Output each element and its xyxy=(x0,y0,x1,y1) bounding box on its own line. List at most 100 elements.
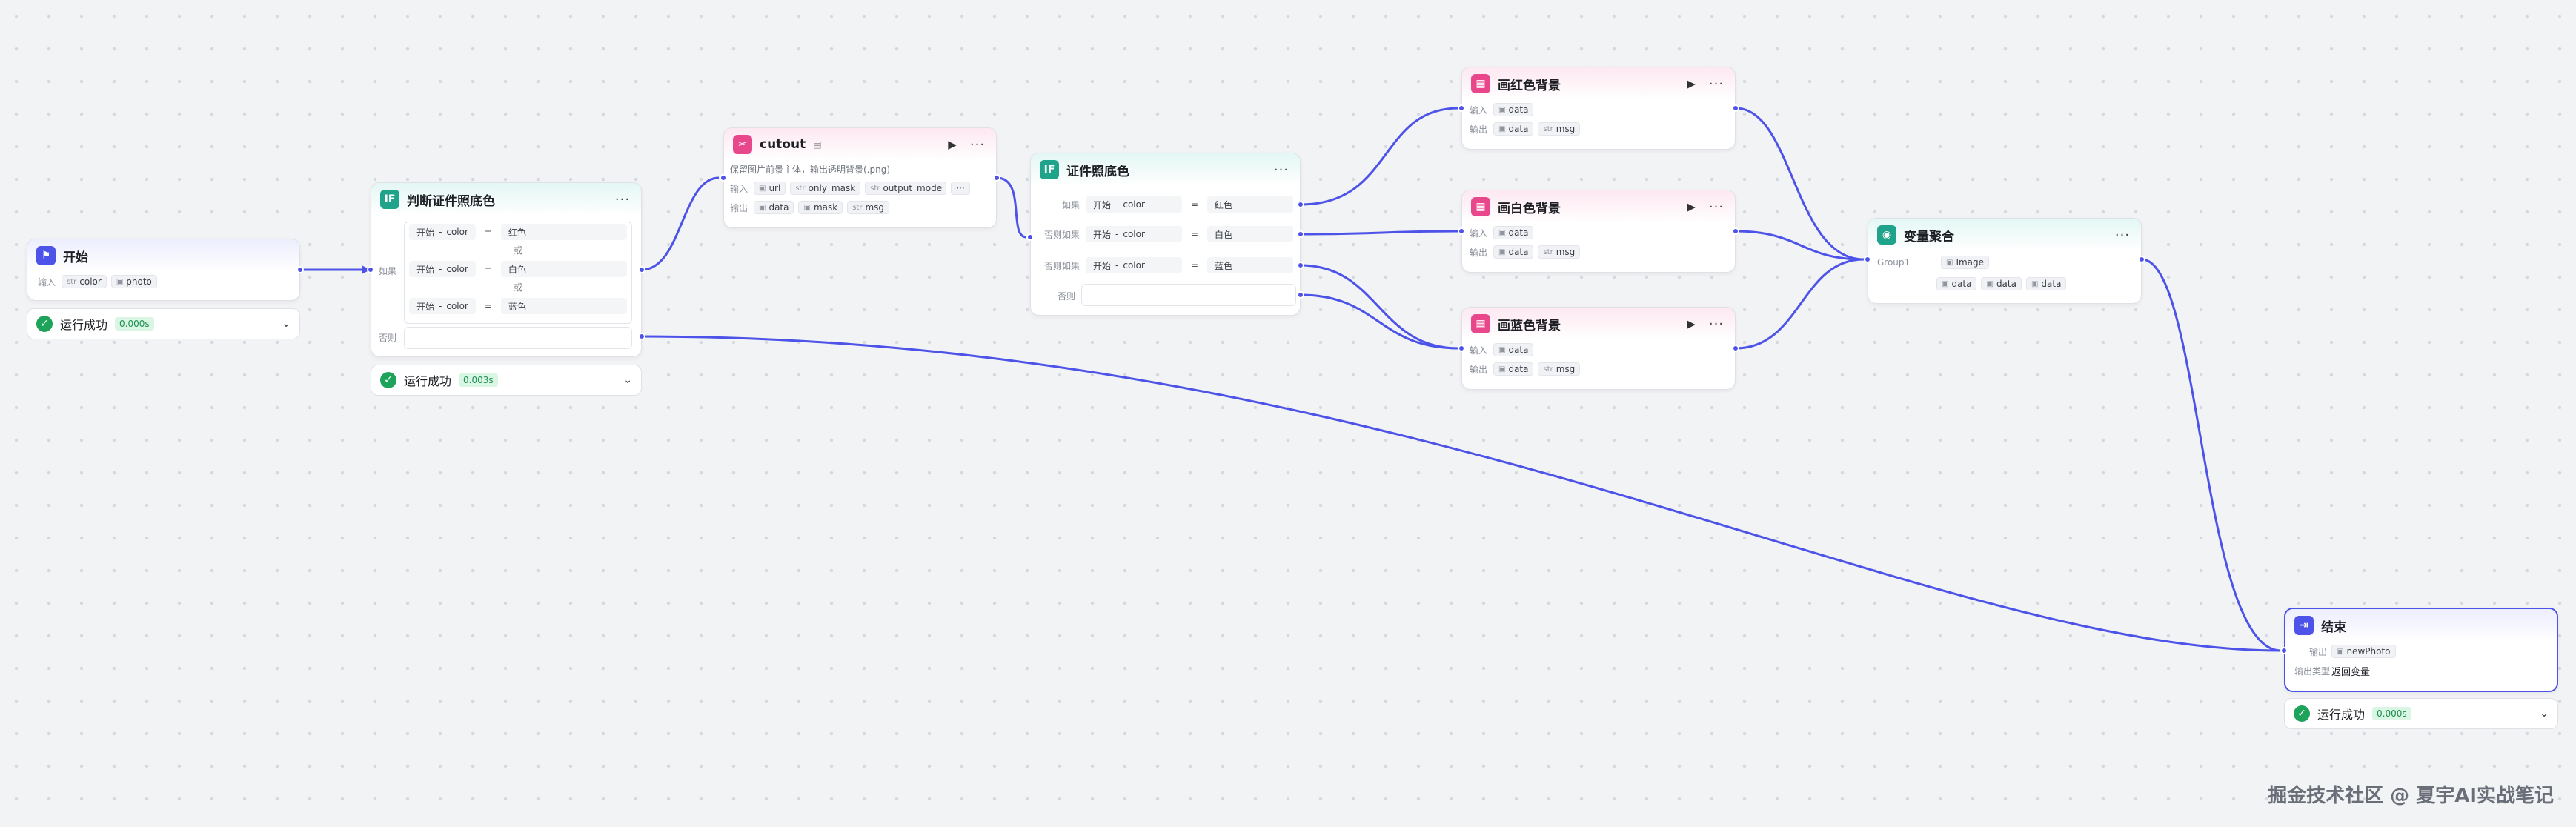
input-handle[interactable] xyxy=(367,266,374,273)
status-bar-start[interactable]: ✓ 运行成功 0.000s ⌄ xyxy=(27,308,300,339)
param-chip: ▣data xyxy=(1936,277,1977,290)
input-handle[interactable] xyxy=(1458,227,1465,235)
condition-operator[interactable]: = xyxy=(1190,199,1199,210)
input-handle[interactable] xyxy=(1458,104,1465,112)
condition-row[interactable]: 开始-color = 蓝色 xyxy=(405,296,631,316)
condition-value[interactable]: 红色 xyxy=(500,224,627,240)
branch-row[interactable]: 否则如果 开始-color = 白色 xyxy=(1031,225,1298,244)
input-handle[interactable] xyxy=(720,174,727,182)
image-type-icon: ▣ xyxy=(1942,279,1949,288)
more-icon[interactable]: ··· xyxy=(969,136,986,153)
output-handle[interactable] xyxy=(993,174,1000,182)
condition-operator[interactable]: = xyxy=(484,264,492,274)
time-badge: 0.000s xyxy=(2372,707,2411,720)
status-bar-end[interactable]: ✓ 运行成功 0.000s ⌄ xyxy=(2284,698,2558,729)
else-branch-box xyxy=(404,327,632,349)
output-handle-if[interactable] xyxy=(638,266,645,273)
output-handle-red[interactable] xyxy=(1297,201,1304,208)
time-badge: 0.000s xyxy=(115,317,154,331)
condition-left[interactable]: 开始-color xyxy=(409,224,476,240)
check-icon: ✓ xyxy=(2294,705,2310,722)
if-icon: IF xyxy=(380,190,399,209)
play-icon[interactable]: ▶ xyxy=(948,138,957,151)
more-icon[interactable]: ··· xyxy=(2114,227,2131,243)
image-type-icon: ▣ xyxy=(1498,345,1506,354)
output-handle[interactable] xyxy=(296,266,304,273)
output-handle[interactable] xyxy=(1732,104,1739,112)
condition-value[interactable]: 蓝色 xyxy=(1207,257,1293,273)
branch-row[interactable]: 如果 开始-color = 红色 xyxy=(1031,195,1298,214)
node-variable-aggregate[interactable]: ◉ 变量聚合 ··· Group1 ▣Image ▣data ▣data ▣da… xyxy=(1868,218,2142,304)
play-icon[interactable]: ▶ xyxy=(1687,200,1696,213)
condition-operator[interactable]: = xyxy=(1190,260,1199,270)
node-title: 画蓝色背景 xyxy=(1498,318,1561,333)
output-handle[interactable] xyxy=(1732,345,1739,352)
branch-row[interactable]: 否则如果 开始-color = 蓝色 xyxy=(1031,256,1298,275)
input-handle[interactable] xyxy=(1026,233,1034,241)
condition-value[interactable]: 红色 xyxy=(1207,196,1293,213)
condition-left[interactable]: 开始-color xyxy=(409,261,476,277)
edge-cond2-white-white xyxy=(1300,230,1459,236)
more-params-icon[interactable]: ··· xyxy=(951,182,970,195)
condition-operator[interactable]: = xyxy=(1190,229,1199,239)
play-icon[interactable]: ▶ xyxy=(1687,317,1696,331)
output-row: 输出 ▣newPhoto xyxy=(2285,642,2557,661)
chevron-down-icon[interactable]: ⌄ xyxy=(623,374,632,386)
output-handle-white[interactable] xyxy=(1297,230,1304,238)
node-condition-1[interactable]: IF 判断证件照底色 ··· 如果 开始-color = 红色 或 开始-col… xyxy=(371,182,642,357)
condition-value[interactable]: 蓝色 xyxy=(500,298,627,314)
condition-row[interactable]: 开始-color = 白色 xyxy=(405,259,631,279)
param-chip: ▣data xyxy=(1981,277,2022,290)
status-bar-condition-1[interactable]: ✓ 运行成功 0.003s ⌄ xyxy=(371,365,642,396)
output-handle-else[interactable] xyxy=(1297,291,1304,299)
more-icon[interactable]: ··· xyxy=(1708,76,1724,92)
node-end[interactable]: ⇥ 结束 输出 ▣newPhoto 输出类型 返回变量 xyxy=(2284,608,2558,692)
output-handle[interactable] xyxy=(1732,227,1739,235)
more-icon[interactable]: ··· xyxy=(1708,316,1724,332)
plugin-icon: ▦ xyxy=(1471,314,1490,333)
condition-operator[interactable]: = xyxy=(484,227,492,237)
chevron-down-icon[interactable]: ⌄ xyxy=(2540,708,2549,720)
output-type-label: 输出类型 xyxy=(2294,665,2331,677)
image-type-icon: ▣ xyxy=(116,277,124,286)
condition-value[interactable]: 白色 xyxy=(500,261,627,277)
image-type-icon: ▣ xyxy=(759,203,766,212)
node-cutout[interactable]: ✂ cutout ▤ ▶ ··· 保留图片前景主体，输出透明背景(.png) 输… xyxy=(723,127,997,228)
more-icon[interactable]: ··· xyxy=(1708,199,1724,215)
output-handle[interactable] xyxy=(2138,256,2145,263)
condition-left[interactable]: 开始-color xyxy=(409,298,476,314)
flag-icon: ⚑ xyxy=(36,246,56,265)
more-icon[interactable]: ··· xyxy=(614,191,631,207)
branch-label-else: 否则 xyxy=(379,333,397,343)
node-condition-2[interactable]: IF 证件照底色 ··· 如果 开始-color = 红色 否则如果 开始-co… xyxy=(1030,153,1301,316)
condition-row[interactable]: 开始-color = 红色 xyxy=(405,222,631,242)
more-icon[interactable]: ··· xyxy=(1273,162,1289,178)
edge-cond1-cutout xyxy=(641,176,720,271)
output-label: 输出 xyxy=(1470,247,1488,258)
or-label: 或 xyxy=(513,245,522,256)
edge-cond2-red xyxy=(1300,107,1459,206)
input-label: 输入 xyxy=(1470,227,1488,239)
input-handle[interactable] xyxy=(2280,647,2288,654)
input-handle[interactable] xyxy=(1864,256,1871,263)
condition-left[interactable]: 开始-color xyxy=(1086,196,1182,213)
condition-operator[interactable]: = xyxy=(484,301,492,311)
merge-icon: ◉ xyxy=(1877,225,1896,245)
output-handle-else[interactable] xyxy=(638,333,645,340)
output-handle-blue[interactable] xyxy=(1297,262,1304,269)
condition-left[interactable]: 开始-color xyxy=(1086,257,1182,273)
chevron-down-icon[interactable]: ⌄ xyxy=(282,318,291,330)
condition-value[interactable]: 白色 xyxy=(1207,226,1293,242)
input-handle[interactable] xyxy=(1458,345,1465,352)
condition-left[interactable]: 开始-color xyxy=(1086,226,1182,242)
play-icon[interactable]: ▶ xyxy=(1687,77,1696,90)
